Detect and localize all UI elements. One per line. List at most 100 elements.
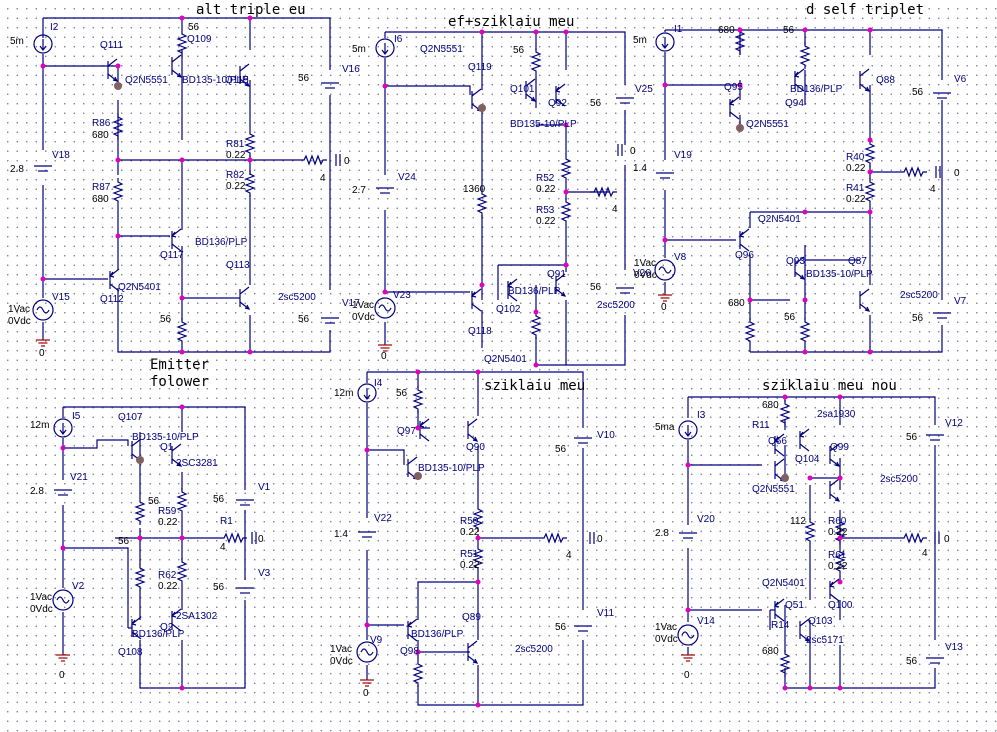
label: R87 [92,182,111,193]
label: 680 [92,130,109,141]
label: V12 [945,418,963,429]
label: 56 [160,314,172,325]
label: BD136/PLP [508,286,561,297]
label: 56 [118,536,130,547]
label: 0 [363,688,369,699]
label: 680 [718,25,735,36]
label: 5m [633,35,647,46]
label: 56 [590,98,602,109]
label: 680 [762,400,779,411]
label: Q2N5551 [746,119,789,130]
label: V7 [954,296,967,307]
label: 0.22 [536,216,556,227]
label: R40 [846,152,865,163]
circuit-sziklaiu [356,369,595,708]
label: V26 [633,268,651,279]
label: 56 [148,496,160,507]
label: Q99 [830,442,849,453]
label: 56 [188,22,200,33]
label: 0.22 [226,181,246,192]
circuit-alt-triple [32,15,341,355]
label: 12m [334,388,353,399]
label: Q98 [400,646,419,657]
label: Q1 [160,442,174,453]
circuit-emitter-follower [52,404,257,691]
label: 2SC3281 [176,458,218,469]
label: 2sc5200 [900,290,938,301]
label: 12m [30,420,49,431]
circuit-ef-sziklai [374,29,635,368]
label: Q118 [468,326,492,337]
label: R11 [752,420,770,431]
label: Q66 [768,436,787,447]
label: V1 [258,482,271,493]
label: BD135-10/PLP [510,119,577,130]
label: 2sc5171 [806,635,844,646]
title-alt-triple: alt triple eu [196,2,306,18]
label: 56 [513,45,525,56]
label: 56 [298,73,310,84]
label: I3 [697,410,706,421]
label: V25 [635,84,653,95]
label: Q2N5401 [762,578,805,589]
label: 2.7 [352,185,366,196]
label: V6 [954,74,967,85]
label: R41 [846,183,865,194]
label: Q97 [397,426,416,437]
label: 0.22 [158,581,178,592]
label: 2sc5200 [880,474,918,485]
label: 0Vdc [8,316,31,327]
label: V11 [597,608,614,619]
label: 4 [612,204,618,215]
label: 56 [912,313,924,324]
label: 0 [630,146,636,157]
label: 4 [220,542,226,553]
label: I5 [72,411,81,422]
label: 0Vdc [634,270,657,281]
label: 1Vac [30,592,52,603]
label: R50 [460,516,479,527]
label: V2 [72,581,85,592]
circuit-sziklaiu-nou [677,394,945,691]
label: 2sa1930 [817,409,856,420]
label: 1360 [463,184,486,195]
label: 56 [396,388,408,399]
label: BD135-10/PLP [806,269,873,280]
label: Q90 [466,442,485,453]
label: Q87 [848,256,867,267]
label: I6 [394,34,403,45]
label: R81 [226,139,245,150]
label: Q93 [786,256,805,267]
label: Q96 [735,250,754,261]
label: 0Vdc [352,312,375,323]
label: I4 [374,378,383,389]
label: 112 [790,516,806,527]
label: R1 [220,516,233,527]
label: V17 [342,298,360,309]
label: 4 [566,550,572,561]
label: 0.22 [846,163,866,174]
label: 2SA1302 [176,611,218,622]
label: R53 [536,205,555,216]
label: Q100 [828,600,853,611]
label: 1Vac [655,622,677,633]
label: V10 [597,430,615,441]
label: Q2N5401 [484,354,527,365]
label: V15 [52,292,70,303]
label: 0Vdc [30,604,53,615]
label: R14 [771,620,790,631]
label: V8 [674,252,687,263]
label: BD135-10/PLP [418,463,485,474]
label: 0.22 [226,150,246,161]
label: 5m [10,36,24,47]
label: 0 [381,351,387,362]
label: BD135-10/PLP [132,432,199,443]
label: 1.4 [633,163,647,174]
label: 0.22 [158,517,178,528]
label: 56 [784,312,796,323]
label: 5m [352,44,366,55]
label: R86 [92,118,111,129]
label: Q113 [226,260,250,271]
label: Q91 [547,269,566,280]
